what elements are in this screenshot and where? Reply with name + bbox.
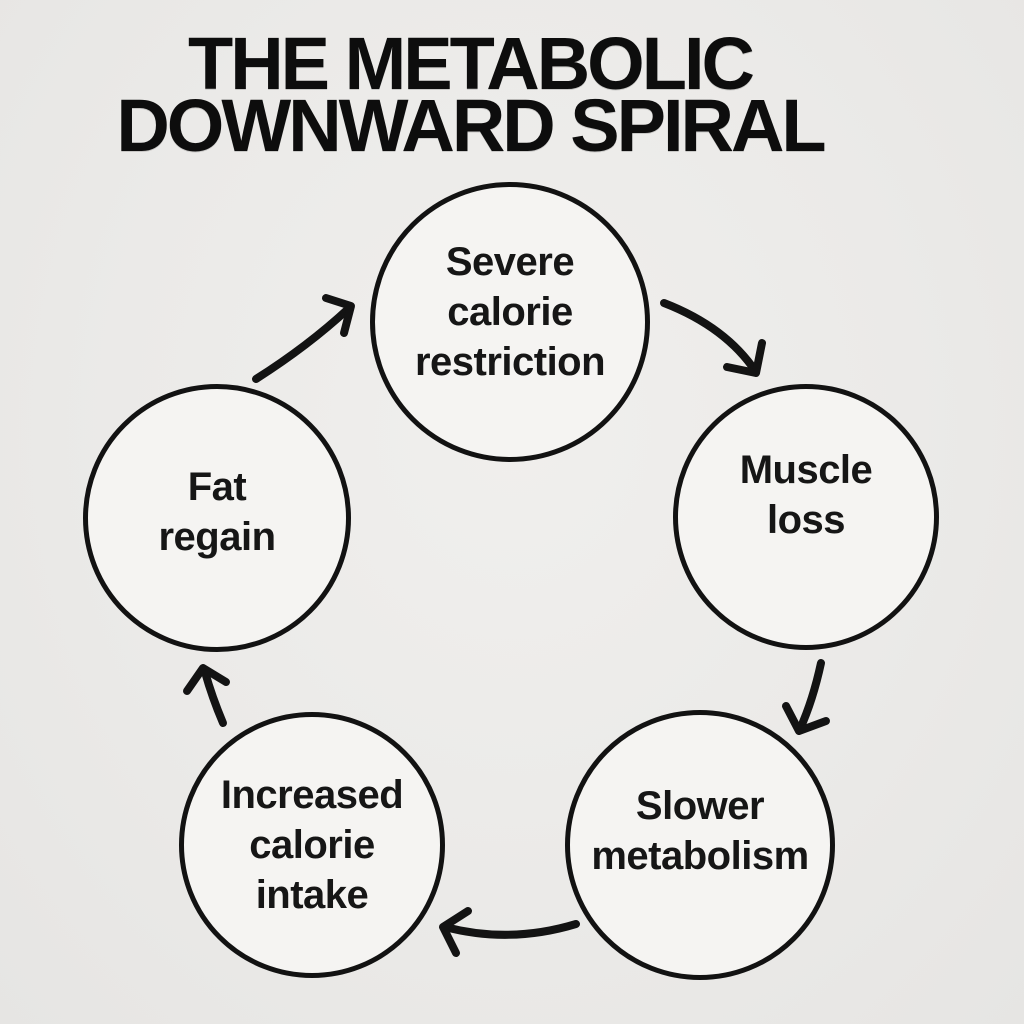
node-slower-metabolism: Slower metabolism — [565, 710, 835, 980]
arrow-slower-metabolism-to-increased-intake — [439, 907, 580, 957]
diagram-title: THE METABOLIC DOWNWARD SPIRAL — [116, 22, 826, 167]
node-label-muscle-loss: Muscle loss — [739, 448, 873, 542]
arrow-muscle-loss-to-slower-metabolism — [782, 659, 830, 735]
node-label-severe-calorie-restriction: Severe calorie restriction — [414, 240, 606, 384]
node-label-fat-regain: Fat regain — [158, 465, 276, 559]
node-label-slower-metabolism: Slower metabolism — [591, 784, 809, 878]
arrow-increased-intake-to-fat-regain — [183, 664, 230, 727]
node-label-increased-calorie-intake: Increased calorie intake — [220, 773, 404, 917]
arrow-severe-to-muscle-loss — [660, 299, 766, 377]
node-fat-regain: Fat regain — [83, 384, 351, 652]
node-muscle-loss: Muscle loss — [673, 384, 939, 650]
node-severe-calorie-restriction: Severe calorie restriction — [370, 182, 650, 462]
node-increased-calorie-intake: Increased calorie intake — [179, 712, 445, 978]
arrow-fat-regain-to-severe — [252, 294, 355, 383]
